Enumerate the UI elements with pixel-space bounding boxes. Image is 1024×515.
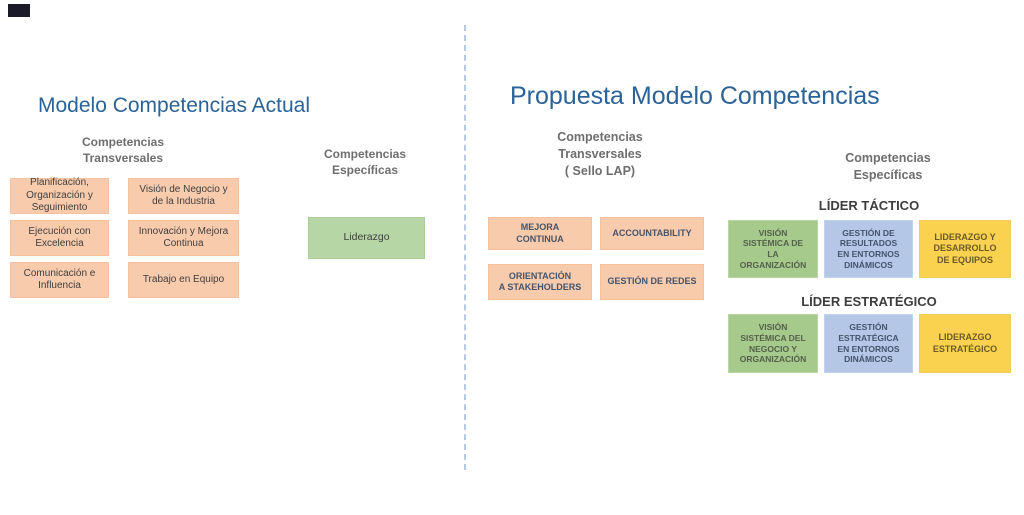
competency-box-gestion-resultados: GESTIÓN DE RESULTADOS EN ENTORNOS DINÁMI…	[824, 220, 913, 278]
corner-mark	[8, 4, 30, 17]
competency-box-gestion-redes: GESTIÓN DE REDES	[600, 264, 704, 300]
competency-box-liderazgo-desarrollo-equipos: LIDERAZGO Y DESARROLLO DE EQUIPOS	[919, 220, 1011, 278]
competency-box-comunicacion: Comunicación e Influencia	[10, 262, 109, 298]
competency-box-gestion-estrategica: GESTIÓN ESTRATÉGICA EN ENTORNOS DINÁMICO…	[824, 314, 913, 373]
competency-box-vision-sistemica-organizacion: VISIÓN SISTÉMICA DE LA ORGANIZACIÓN	[728, 220, 818, 278]
competency-box-planificacion: Planificación, Organización y Seguimient…	[10, 177, 109, 214]
current-transversales-header: Competencias Transversales	[81, 135, 165, 166]
competency-box-orientacion-stakeholders: ORIENTACIÓN A STAKEHOLDERS	[488, 264, 592, 300]
competency-box-liderazgo-estrategico: LIDERAZGO ESTRATÉGICO	[919, 314, 1011, 373]
current-model-title: Modelo Competencias Actual	[38, 94, 310, 117]
lider-tactico-label: LÍDER TÁCTICO	[818, 198, 920, 213]
proposed-transversales-header: Competencias Transversales ( Sello LAP)	[557, 130, 643, 178]
section-divider	[464, 25, 466, 470]
current-especificas-header: Competencias Específicas	[323, 147, 407, 178]
competency-box-ejecucion: Ejecución con Excelencia	[10, 220, 109, 256]
lider-estrategico-label: LÍDER ESTRATÉGICO	[801, 294, 937, 309]
competency-box-liderazgo: Liderazgo	[308, 217, 425, 259]
competency-box-accountability: ACCOUNTABILITY	[600, 217, 704, 250]
competency-box-innovacion: Innovación y Mejora Continua	[128, 220, 239, 256]
proposed-especificas-header: Competencias Específicas	[845, 151, 931, 182]
competency-box-vision-negocio: Visión de Negocio y de la Industria	[128, 178, 239, 214]
competency-box-trabajo-equipo: Trabajo en Equipo	[128, 262, 239, 298]
competency-box-mejora-continua: MEJORA CONTINUA	[488, 217, 592, 250]
proposed-model-title: Propuesta Modelo Competencias	[510, 82, 880, 110]
competency-box-vision-sistemica-negocio: VISIÓN SISTÉMICA DEL NEGOCIO Y ORGANIZAC…	[728, 314, 818, 373]
